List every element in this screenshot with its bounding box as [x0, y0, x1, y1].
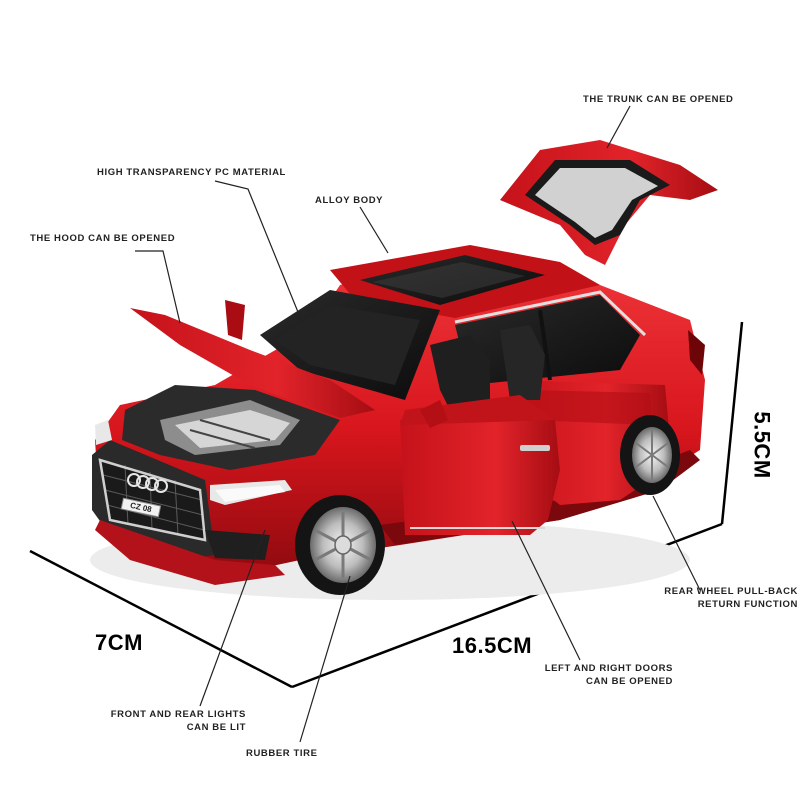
dimension-length: 16.5CM — [452, 633, 533, 658]
callout-rear-wheel: REAR WHEEL PULL-BACK RETURN FUNCTION — [664, 585, 798, 611]
callout-alloy-body: ALLOY BODY — [315, 195, 384, 206]
engine-bay — [122, 385, 340, 470]
callout-lines — [135, 105, 701, 743]
front-wheel — [295, 495, 385, 595]
callout-doors-line2: CAN BE OPENED — [586, 676, 673, 687]
callout-doors: LEFT AND RIGHT DOORS CAN BE OPENED — [535, 662, 673, 688]
dimension-width: 7CM — [95, 630, 143, 655]
callout-lights-line1: FRONT AND REAR LIGHTS — [110, 709, 246, 720]
open-hood — [130, 300, 375, 418]
callout-doors-line1: LEFT AND RIGHT DOORS — [544, 663, 673, 674]
callout-lights: FRONT AND REAR LIGHTS CAN BE LIT — [100, 708, 246, 734]
callout-trunk: THE TRUNK CAN BE OPENED — [583, 94, 734, 105]
front-fascia — [92, 420, 292, 585]
rear-wheel — [620, 415, 680, 495]
callout-hood: THE HOOD CAN BE OPENED — [30, 233, 176, 244]
dimension-height: 5.5CM — [749, 411, 775, 479]
callout-rear-wheel-line1: REAR WHEEL PULL-BACK — [664, 586, 798, 597]
callout-rear-wheel-line2: RETURN FUNCTION — [697, 599, 798, 610]
interior — [430, 325, 545, 420]
open-trunk — [500, 140, 718, 265]
front-door — [400, 395, 560, 535]
callout-lights-line2: CAN BE LIT — [186, 722, 246, 733]
logo-rings — [127, 473, 168, 493]
callout-tire: RUBBER TIRE — [246, 748, 318, 759]
callout-pc-material: HIGH TRANSPARENCY PC MATERIAL — [97, 167, 286, 178]
